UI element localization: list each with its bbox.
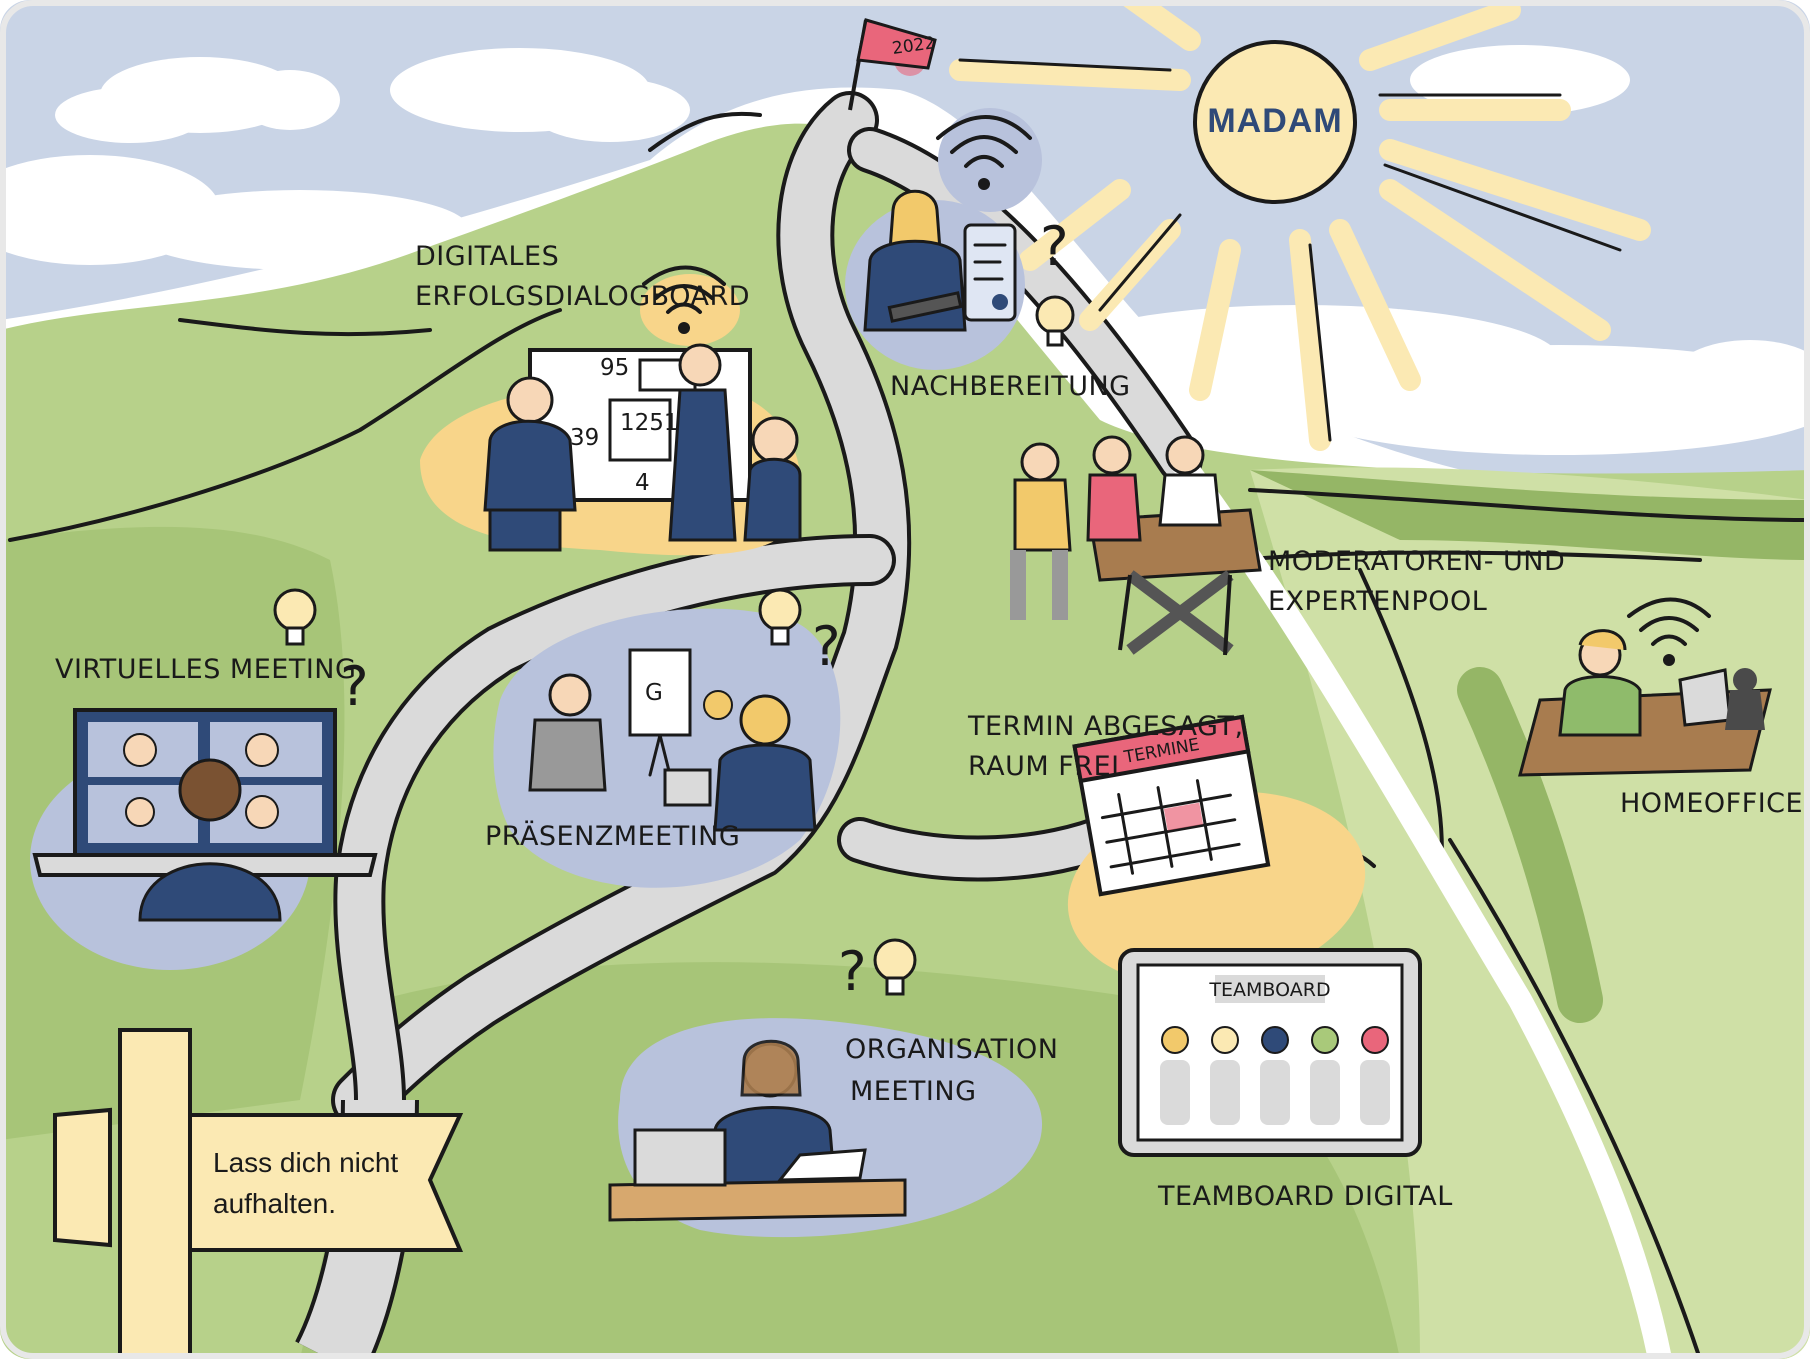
board-number: 95 bbox=[600, 355, 629, 381]
wifi-icon bbox=[936, 108, 1042, 212]
label-moderatoren-line2: EXPERTENPOOL bbox=[1268, 586, 1487, 617]
nachbereitung-scene bbox=[845, 189, 1025, 370]
board-number: 39 bbox=[570, 425, 599, 451]
erfolgsdialogboard-scene: 95 1251 39 4 bbox=[420, 343, 802, 556]
label-praesenzmeeting: PRÄSENZMEETING bbox=[485, 820, 740, 852]
lightbulb-icon bbox=[1035, 295, 1075, 347]
label-organisation-line1: ORGANISATION bbox=[845, 1034, 1058, 1065]
label-organisation-line2: MEETING bbox=[850, 1076, 977, 1107]
sun-disc bbox=[1193, 40, 1357, 204]
label-teamboard-digital: TEAMBOARD DIGITAL bbox=[1157, 1181, 1453, 1212]
lightbulb-icon bbox=[873, 938, 917, 996]
green-band-right bbox=[1250, 470, 1810, 560]
board-number: 4 bbox=[635, 470, 650, 496]
expertenpool-scene bbox=[1010, 435, 1262, 656]
label-moderatoren-line1: MODERATOREN- UND bbox=[1268, 546, 1565, 577]
contour-line bbox=[178, 318, 432, 337]
virtuelles-meeting-scene bbox=[30, 708, 378, 970]
wifi-icon bbox=[1627, 597, 1711, 666]
label-virtuelles-meeting: VIRTUELLES MEETING bbox=[55, 654, 356, 685]
label-termin-line1: TERMIN ABGESAGT, bbox=[967, 711, 1244, 742]
label-digitales-line2: ERFOLGSDIALOGBOARD bbox=[415, 281, 750, 312]
signpost-line2: aufhalten. bbox=[213, 1188, 336, 1219]
label-homeoffice: HOMEOFFICE bbox=[1620, 788, 1803, 819]
question-mark-icon: ? bbox=[838, 940, 867, 1003]
question-mark-icon: ? bbox=[812, 615, 841, 678]
flag-icon: 2022 bbox=[848, 18, 937, 111]
contour-line bbox=[648, 111, 762, 152]
label-digitales-line1: DIGITALES bbox=[415, 241, 559, 272]
label-nachbereitung: NACHBEREITUNG bbox=[890, 371, 1131, 402]
lightbulb-icon bbox=[758, 588, 802, 646]
road-right-edge bbox=[1170, 452, 1672, 1359]
contour-line bbox=[8, 308, 562, 542]
team-avatars bbox=[1160, 1026, 1390, 1125]
calendar-icon: TERMINE bbox=[1067, 714, 1366, 987]
hill-right bbox=[1250, 467, 1810, 1359]
sun-ray-outlines bbox=[958, 58, 1622, 442]
homeoffice-scene bbox=[1518, 629, 1772, 777]
teamboard-title: TEAMBOARD bbox=[1208, 979, 1330, 1001]
clouds bbox=[0, 45, 1810, 455]
label-termin-line2: RAUM FREI bbox=[968, 751, 1120, 782]
signpost-line1: Lass dich nicht bbox=[213, 1147, 398, 1178]
madam-logo: MADAM bbox=[1207, 102, 1342, 140]
praesenzmeeting-scene: G bbox=[493, 608, 841, 888]
organisation-meeting-scene bbox=[608, 1018, 1043, 1238]
teamboard-tablet: TEAMBOARD bbox=[1118, 948, 1422, 1157]
signpost: Lass dich nicht aufhalten. bbox=[53, 1028, 464, 1359]
green-strip bbox=[1457, 667, 1603, 1023]
contour-line bbox=[1238, 550, 1702, 562]
question-mark-icon: ? bbox=[340, 655, 369, 718]
contour-line bbox=[1448, 838, 1702, 1359]
flipchart-g: G bbox=[645, 680, 663, 706]
question-mark-icon: ? bbox=[1040, 215, 1069, 278]
lightbulb-icon bbox=[273, 588, 317, 646]
contour-line bbox=[1248, 488, 1810, 522]
wifi-icon bbox=[640, 265, 740, 346]
